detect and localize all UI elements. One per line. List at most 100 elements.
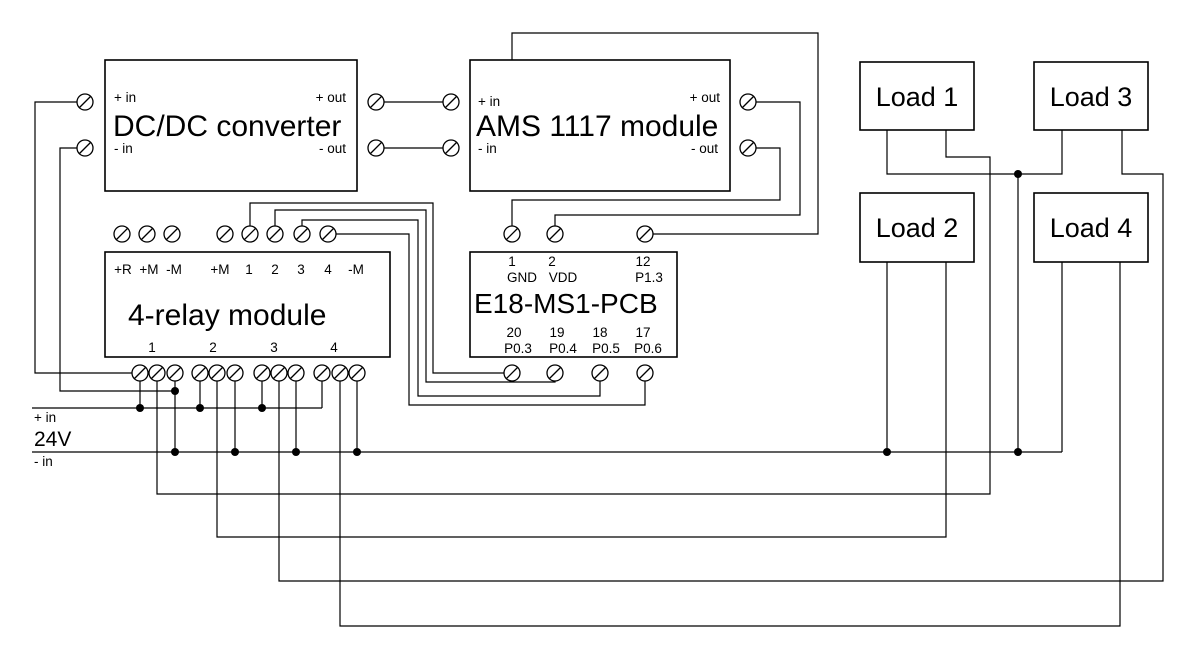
junction-dot — [196, 404, 204, 412]
junction-dot — [231, 448, 239, 456]
relay-top-pin-label: -M — [348, 262, 364, 277]
screw-terminal-icon — [636, 225, 654, 243]
screw-terminal-icon — [348, 364, 366, 382]
supply-minus-label: - in — [34, 454, 53, 469]
junction-dot — [883, 448, 891, 456]
load3-label: Load 3 — [1050, 82, 1133, 112]
supply-voltage-label: 24V — [34, 428, 71, 451]
e18-pin-num: 18 — [592, 325, 607, 340]
e18-pin-num: 20 — [506, 325, 521, 340]
e18-pin-name: VDD — [549, 270, 578, 285]
supply-plus-label: + in — [34, 410, 56, 425]
ams-in-minus-label: - in — [478, 141, 497, 156]
screw-terminal-icon — [739, 93, 757, 111]
screw-terminal-icon — [76, 93, 94, 111]
screw-terminal-icon — [270, 364, 288, 382]
screw-terminal-icon — [503, 364, 521, 382]
screw-terminal-icon — [166, 364, 184, 382]
e18-pin-num: 17 — [635, 325, 650, 340]
wire-load1-return — [886, 130, 1063, 175]
load3-box — [1033, 61, 1149, 131]
screw-terminal-icon — [163, 225, 181, 243]
screw-terminal-icon — [319, 225, 337, 243]
dcdc-out-plus-label: + out — [316, 90, 347, 105]
e18-pin-num: 12 — [635, 254, 650, 269]
e18-pin-name: P0.6 — [634, 341, 662, 356]
wire-ams-out-plus-to-vdd — [554, 101, 801, 234]
screw-terminal-icon — [442, 93, 460, 111]
wire-p13-to-ams — [511, 32, 819, 235]
relay-bottom-pin-label: 1 — [148, 340, 156, 355]
wire-relay1-to-load1 — [156, 130, 991, 495]
e18-pin-name: GND — [507, 270, 537, 285]
e18-pin-num: 19 — [549, 325, 564, 340]
load2-box — [859, 192, 975, 263]
relay-bottom-pin-label: 2 — [209, 340, 217, 355]
dcdc-converter-box — [104, 59, 358, 192]
dcdc-converter: DC/DC converter + in - in + out - out — [104, 59, 358, 192]
screw-terminal-icon — [331, 364, 349, 382]
junction-dot — [292, 448, 300, 456]
screw-terminal-icon — [367, 139, 385, 157]
relay-top-pin-label: 4 — [324, 262, 332, 277]
screw-terminal-icon — [226, 364, 244, 382]
e18-pin-name: P0.5 — [592, 341, 620, 356]
relay-module: 4-relay module +R +M -M +M 1 2 3 4 -M 1 … — [104, 251, 391, 358]
relay-bottom-pin-label: 3 — [270, 340, 278, 355]
screw-terminal-icon — [636, 364, 654, 382]
screw-terminal-icon — [216, 225, 234, 243]
junction-dot — [353, 448, 361, 456]
screw-terminal-icon — [287, 364, 305, 382]
e18-pin-name: P0.4 — [549, 341, 577, 356]
wire-relay3-to-load4 — [278, 130, 1164, 582]
wire-relay4-to-load4 — [339, 262, 1121, 627]
screw-terminal-icon — [76, 139, 94, 157]
wire-dcdc-in-plus — [34, 101, 140, 374]
e18-pin-num: 1 — [508, 254, 516, 269]
junction-dot — [136, 404, 144, 412]
screw-terminal-icon — [442, 139, 460, 157]
supply-labels: + in 24V - in — [34, 410, 71, 469]
screw-terminal-icon — [293, 225, 311, 243]
screw-terminal-icon — [739, 139, 757, 157]
wire-relay-in3-to-p05 — [301, 219, 601, 397]
e18-pin-num: 2 — [548, 254, 556, 269]
relay-top-pin-label: 2 — [271, 262, 279, 277]
load4-label: Load 4 — [1050, 213, 1133, 243]
junction-dot — [171, 387, 179, 395]
screw-terminal-icon — [208, 364, 226, 382]
wire-ams-out-minus-to-gnd — [511, 147, 781, 234]
dcdc-in-minus-label: - in — [114, 141, 133, 156]
dcdc-out-minus-label: - out — [319, 141, 346, 156]
screw-terminal-icon — [367, 93, 385, 111]
relay-top-pin-label: 3 — [297, 262, 305, 277]
ams-title: AMS 1117 module — [476, 110, 718, 143]
screw-terminal-icon — [266, 225, 284, 243]
dcdc-in-plus-label: + in — [114, 90, 136, 105]
relay-top-pin-label: +M — [139, 262, 158, 277]
load4-box — [1033, 192, 1149, 263]
e18-box — [469, 251, 678, 358]
e18-pin-name: P1.3 — [635, 270, 663, 285]
relay-top-pin-label: +R — [114, 262, 132, 277]
ams-out-plus-label: + out — [690, 90, 721, 105]
screw-terminal-icon — [591, 364, 609, 382]
junction-dots — [136, 170, 1022, 456]
e18-module: E18-MS1-PCB 1 GND 2 VDD 12 P1.3 20 P0.3 … — [469, 251, 678, 358]
relay-top-pin-label: +M — [210, 262, 229, 277]
load1-box — [859, 61, 975, 131]
ams1117-module: AMS 1117 module + in - in + out - out — [469, 59, 731, 192]
relay-bottom-pin-label: 4 — [330, 340, 338, 355]
wire-dcdc-in-minus — [59, 147, 176, 392]
screw-terminal-icon — [138, 225, 156, 243]
screw-terminal-icon — [503, 225, 521, 243]
load2-label: Load 2 — [876, 213, 959, 243]
e18-title: E18-MS1-PCB — [474, 288, 658, 319]
screw-terminal-icon — [546, 225, 564, 243]
screw-terminal-icon — [113, 225, 131, 243]
screw-terminal-icon — [148, 364, 166, 382]
wire-relay2-to-load2 — [216, 262, 947, 538]
junction-dot — [1014, 448, 1022, 456]
screw-terminals — [76, 93, 757, 382]
